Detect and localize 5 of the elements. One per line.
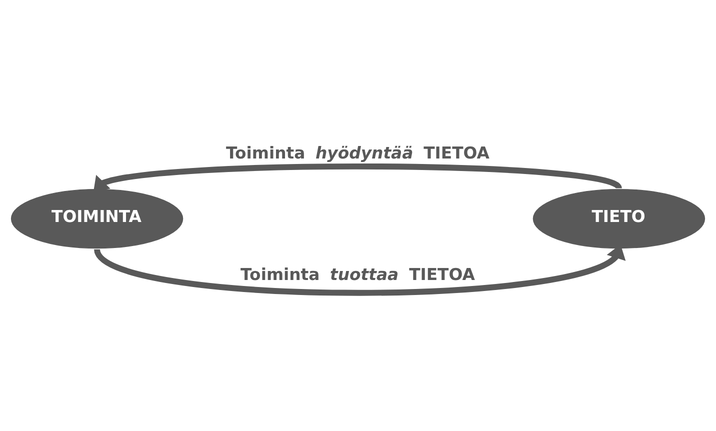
edge-label: Toiminta hyödyntää TIETOA	[226, 143, 490, 162]
arrow	[93, 163, 621, 192]
edge-label: Toiminta tuottaa TIETOA	[240, 264, 475, 284]
node-ellipse: TOIMINTA	[10, 188, 184, 248]
node-ellipse: TIETO	[532, 188, 706, 248]
